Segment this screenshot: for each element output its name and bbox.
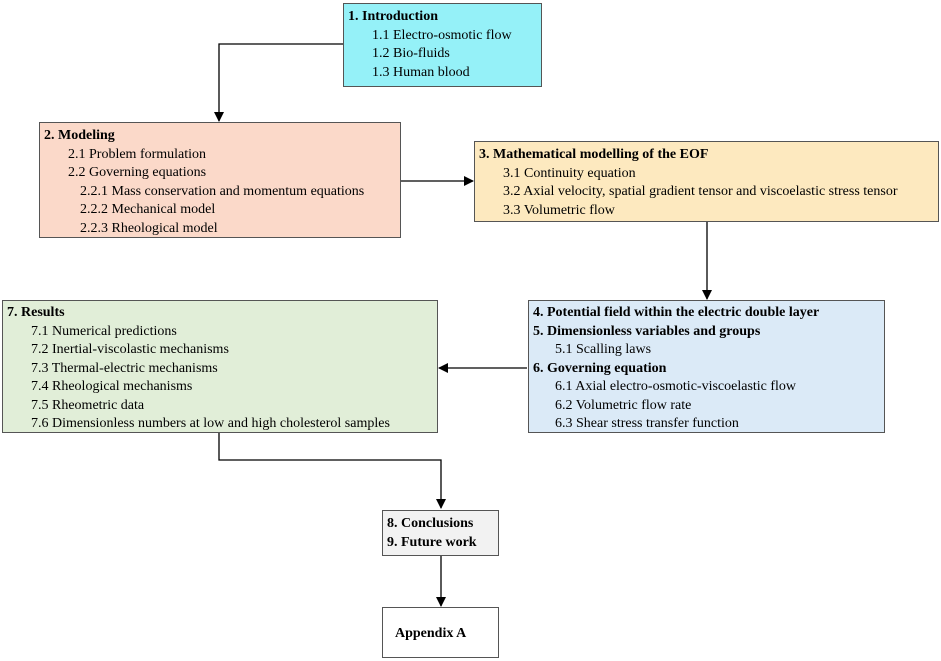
arrow-results-to-conclusions	[218, 433, 446, 509]
math-modelling-item: 3.3 Volumetric flow	[503, 202, 615, 218]
results-item: 7.1 Numerical predictions	[31, 323, 177, 339]
appendix-box: Appendix A	[382, 607, 499, 658]
potential-field-title: 4. Potential field within the electric d…	[533, 305, 820, 320]
modeling-subitem: 2.2.2 Mechanical model	[80, 202, 216, 217]
results-box: 7. Results 7.1 Numerical predictions 7.2…	[2, 300, 438, 433]
math-modelling-title: 3. Mathematical modelling of the EOF	[479, 147, 709, 162]
results-item: 7.3 Thermal-electric mechanisms	[31, 360, 218, 376]
results-item: 7.4 Rheological mechanisms	[31, 379, 193, 394]
modeling-subitem: 2.2.1 Mass conservation and momentum equ…	[80, 183, 365, 199]
future-work-title: 9. Future work	[387, 534, 477, 550]
results-title: 7. Results	[7, 305, 65, 320]
math-modelling-item: 3.2 Axial velocity, spatial gradient ten…	[503, 184, 898, 199]
governing-equation-item: 6.1 Axial electro-osmotic-viscoelastic f…	[555, 379, 797, 394]
governing-equation-item: 6.2 Volumetric flow rate	[555, 397, 692, 413]
modeling-title: 2. Modeling	[44, 128, 115, 143]
modeling-item: 2.2 Governing equations	[68, 165, 207, 180]
dimensionless-title: 5. Dimensionless variables and groups	[533, 323, 761, 339]
conclusions-box: 8. Conclusions 9. Future work	[382, 510, 499, 556]
results-item: 7.6 Dimensionless numbers at low and hig…	[31, 416, 390, 431]
modeling-item: 2.1 Problem formulation	[68, 146, 207, 162]
results-item: 7.5 Rheometric data	[31, 397, 145, 413]
conclusions-title: 8. Conclusions	[387, 516, 474, 531]
modeling-box: 2. Modeling 2.1 Problem formulation 2.2 …	[39, 122, 401, 238]
governing-equation-title: 6. Governing equation	[533, 360, 667, 376]
governing-equation-item: 6.3 Shear stress transfer function	[555, 416, 739, 431]
math-modelling-box: 3. Mathematical modelling of the EOF 3.1…	[474, 141, 939, 222]
introduction-item: 1.3 Human blood	[372, 64, 470, 80]
introduction-box: 1. Introduction 1.1 Electro-osmotic flow…	[343, 3, 542, 87]
potential-field-box: 4. Potential field within the electric d…	[528, 300, 885, 433]
results-item: 7.2 Inertial-viscolastic mechanisms	[31, 342, 229, 357]
introduction-title: 1. Introduction	[348, 9, 438, 24]
scaling-laws-item: 5.1 Scalling laws	[555, 342, 652, 357]
math-modelling-item: 3.1 Continuity equation	[503, 165, 636, 181]
modeling-subitem: 2.2.3 Rheological model	[80, 220, 218, 236]
introduction-item: 1.2 Bio-fluids	[372, 46, 450, 61]
arrow-intro-to-modeling	[214, 43, 343, 122]
appendix-title: Appendix A	[395, 626, 467, 641]
introduction-item: 1.1 Electro-osmotic flow	[372, 27, 512, 43]
